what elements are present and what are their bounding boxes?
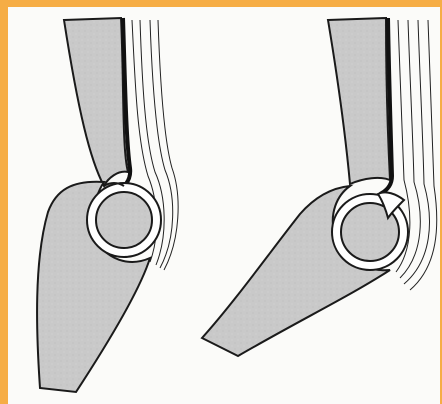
left-bone-head [96,192,152,248]
left-upper-bone [64,18,128,186]
right-upper-bone [328,18,390,184]
left-joint-diagram [37,18,178,392]
right-joint-diagram [202,18,437,356]
